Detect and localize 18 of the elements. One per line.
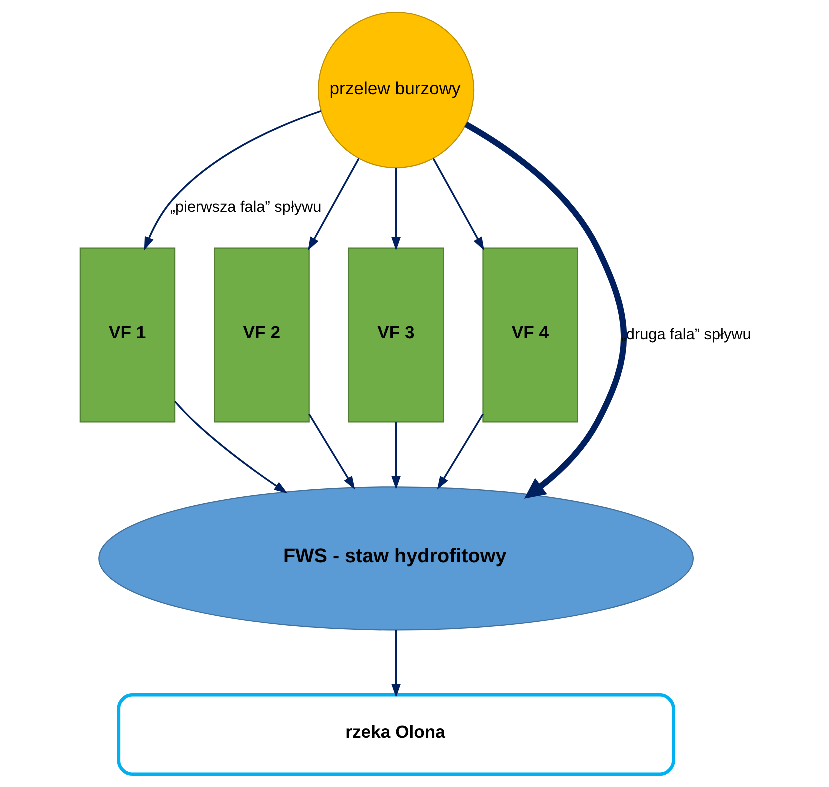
arrow (464, 122, 626, 499)
arrow (308, 158, 360, 251)
node-box: VF 2 (214, 248, 310, 423)
node-box: rzeka Olona (116, 694, 675, 776)
node-circle: przelew burzowy (317, 12, 474, 169)
arrow (436, 414, 484, 490)
arrow (174, 401, 288, 494)
node-box: VF 4 (482, 248, 578, 423)
arrow (144, 110, 321, 251)
arrow (391, 422, 400, 490)
arrow (308, 414, 355, 490)
arrow (432, 158, 484, 251)
arrow (391, 630, 400, 698)
node-ellipse: FWS - staw hydrofitowy (98, 486, 694, 631)
arrow (391, 168, 400, 251)
node-box: VF 1 (79, 248, 176, 423)
edge-label: „pierwsza fala” spływu (170, 199, 322, 216)
node-box: VF 3 (348, 248, 444, 423)
